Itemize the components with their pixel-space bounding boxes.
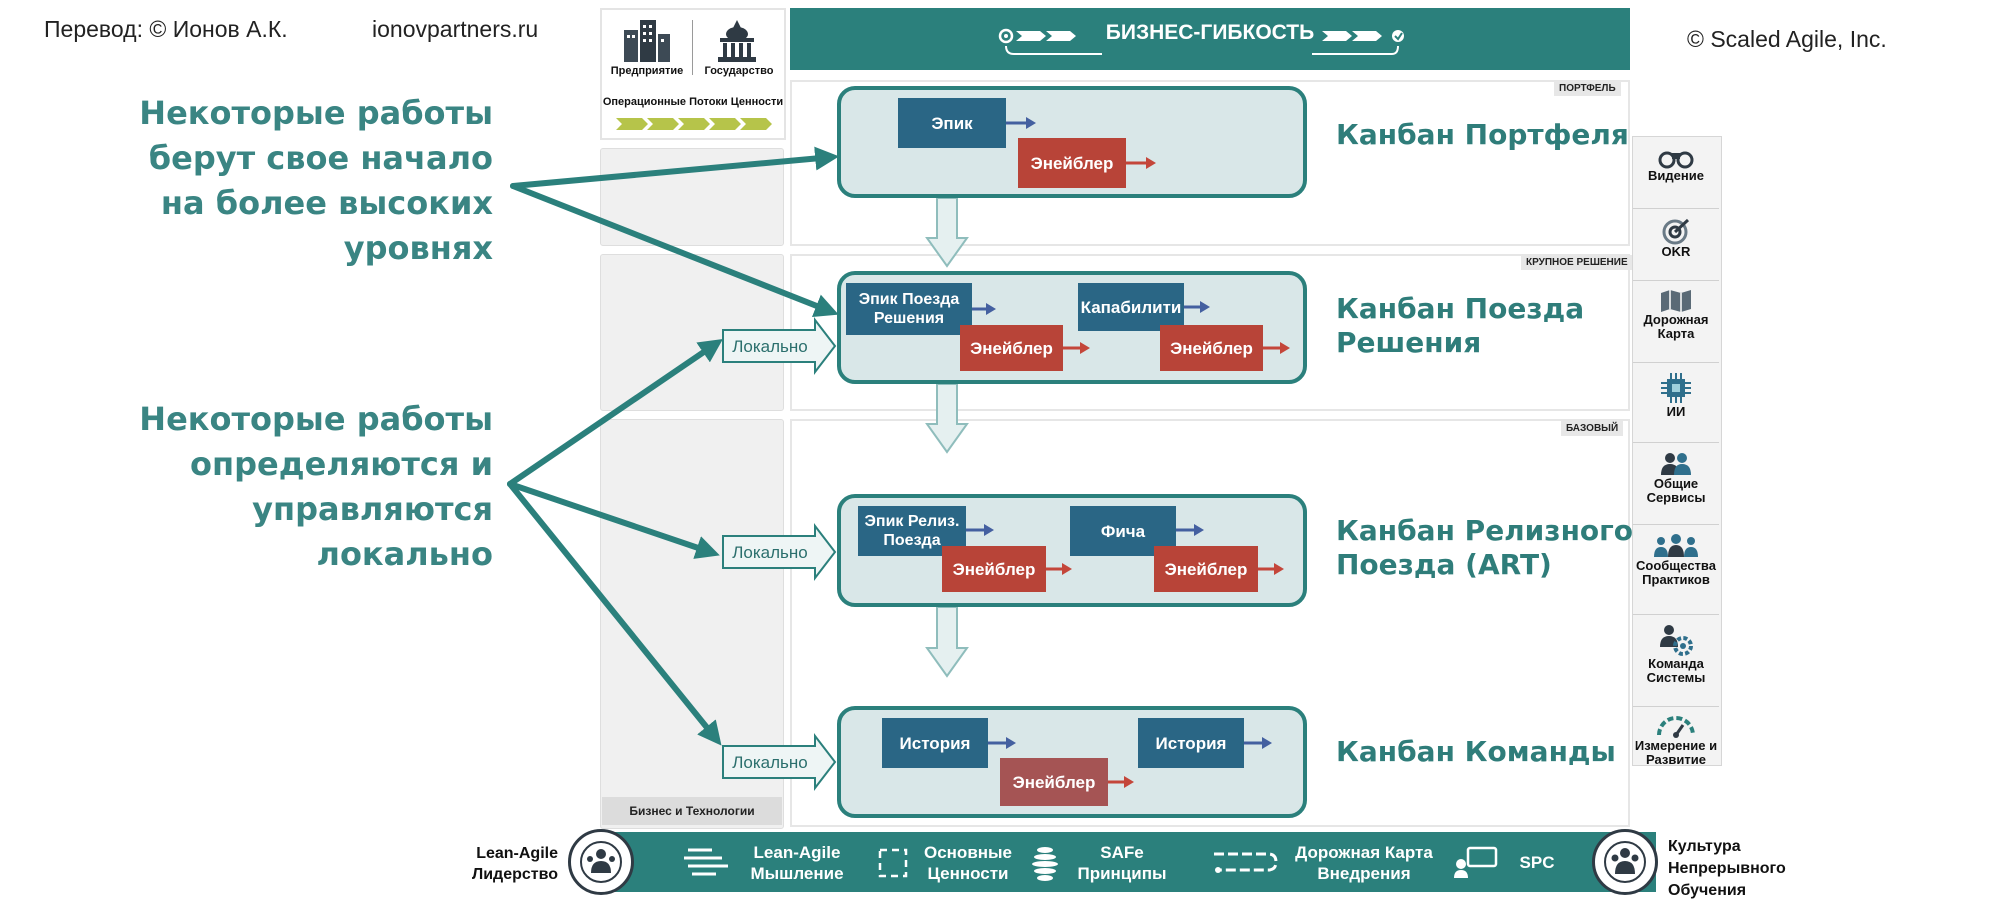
team-kanban-title: Канбан Команды (1336, 735, 1616, 768)
business-agility-title: БИЗНЕС-ГИБКОСТЬ (1105, 21, 1315, 44)
pointer-local-art (507, 481, 720, 559)
leadership-badge (568, 829, 634, 895)
left-flow-icon (998, 28, 1102, 55)
ovs-label: Операционные Потоки Ценности (602, 96, 784, 108)
government-label: Государство (704, 65, 774, 77)
pointer-to-portfolio (510, 146, 840, 189)
local-arrow-team-shape (722, 733, 837, 791)
portfolio-enabler: Энейблер (1018, 138, 1126, 188)
essential-tag: БАЗОВЫЙ (1561, 421, 1624, 436)
spc-icon (1454, 846, 1498, 878)
roadmap-icon (1214, 852, 1278, 873)
solution-enabler-1: Энейблер (960, 325, 1063, 371)
art-enabler-1: Энейблер (942, 546, 1046, 592)
footer-spc-label: SPC (1519, 853, 1555, 872)
rail-measure-grow: Измерение и Развитие (1633, 707, 1719, 783)
portfolio-kanban-title: Канбан Портфеля (1336, 118, 1629, 151)
solution-train-epic: Эпик Поезда Решения (846, 283, 972, 335)
local-label-solution: Локально (732, 337, 808, 356)
spanning-palette: Видение OKR Дорожная Карта ИИ Общие Серв… (1632, 136, 1722, 767)
rail-okr: OKR (1633, 209, 1719, 281)
solution-kanban-title: Канбан Поезда Решения (1336, 292, 1585, 359)
footer-principles-label: SAFe Принципы (1077, 843, 1167, 883)
value-stream-chevrons-icon (616, 118, 772, 130)
footer-values-label: Основные Ценности (923, 843, 1013, 883)
configuration-logo-box: Предприятие Государство Операционные Пот… (600, 8, 786, 140)
local-arrow-solution-shape (722, 317, 837, 375)
solution-enabler-2: Энейблер (1160, 325, 1263, 371)
down-arrow-solution (925, 383, 969, 454)
team-enabler: Энейблер (1000, 758, 1108, 806)
continuous-learning-culture-label: Культура Непрерывного Обучения (1668, 838, 1786, 899)
foundation-bar (606, 832, 1656, 892)
note-higher-levels: Некоторые работы берут свое начало на бо… (139, 94, 493, 267)
website-credit: ionovpartners.ru (372, 16, 539, 42)
enterprise-label: Предприятие (610, 65, 684, 77)
target-icon (1662, 218, 1690, 245)
rail-communities: Сообщества Практиков (1633, 525, 1719, 615)
binoculars-icon (1658, 151, 1694, 169)
rail-ai: ИИ (1633, 363, 1719, 443)
rail-roadmap: Дорожная Карта (1633, 281, 1719, 363)
art-enabler-2: Энейблер (1154, 546, 1258, 592)
business-agility-header: БИЗНЕС-ГИБКОСТЬ (790, 8, 1630, 70)
principles-icon (1032, 847, 1058, 881)
government-icon (718, 20, 756, 62)
footer-mindset-label: Lean-Agile Мышление (750, 843, 844, 883)
rail-shared-services: Общие Сервисы (1633, 443, 1719, 525)
translation-credit: Перевод: © Ионов А.К. (44, 16, 288, 42)
rail-vision: Видение (1633, 137, 1719, 209)
local-label-art: Локально (732, 543, 808, 562)
down-arrow-art (925, 606, 969, 678)
chip-icon (1661, 373, 1691, 403)
people-icon (1661, 453, 1691, 475)
portfolio-epic: Эпик (898, 98, 1006, 148)
pointer-to-solution (510, 183, 839, 317)
local-arrow-art-shape (722, 523, 837, 581)
community-icon (1654, 534, 1698, 557)
mindset-icon (684, 848, 728, 876)
learning-culture-badge (1592, 829, 1658, 895)
down-arrow-portfolio (925, 197, 969, 268)
copyright-credit: © Scaled Agile, Inc. (1687, 26, 1887, 52)
right-flow-icon (1312, 30, 1404, 55)
pointer-local-team (507, 481, 722, 746)
lean-agile-leadership-label: Lean-Agile Лидерство (471, 845, 558, 883)
portfolio-tag: ПОРТФЕЛЬ (1554, 81, 1621, 96)
footer-roadmap-label: Дорожная Карта Внедрения (1295, 843, 1433, 883)
large-solution-tag: КРУПНОЕ РЕШЕНИЕ (1521, 255, 1633, 270)
map-icon (1661, 290, 1691, 312)
solution-capability: Капабилити (1078, 283, 1184, 331)
local-label-team: Локально (732, 753, 808, 772)
rail-system-team: Команда Системы (1633, 615, 1719, 707)
team-story-2: История (1138, 718, 1244, 768)
values-icon (878, 848, 908, 878)
system-team-icon (1660, 625, 1693, 656)
team-story-1: История (882, 718, 988, 768)
pointer-local-solution (507, 338, 723, 487)
art-kanban-title: Канбан Релизного Поезда (ART) (1336, 514, 1634, 581)
gauge-icon (1657, 716, 1695, 738)
enterprise-icon (624, 20, 670, 62)
learning-culture-icon (1604, 841, 1646, 883)
leadership-icon (580, 841, 622, 883)
note-local: Некоторые работы определяются и управляю… (139, 400, 493, 573)
business-technology-label: Бизнес и Технологии (602, 797, 782, 825)
